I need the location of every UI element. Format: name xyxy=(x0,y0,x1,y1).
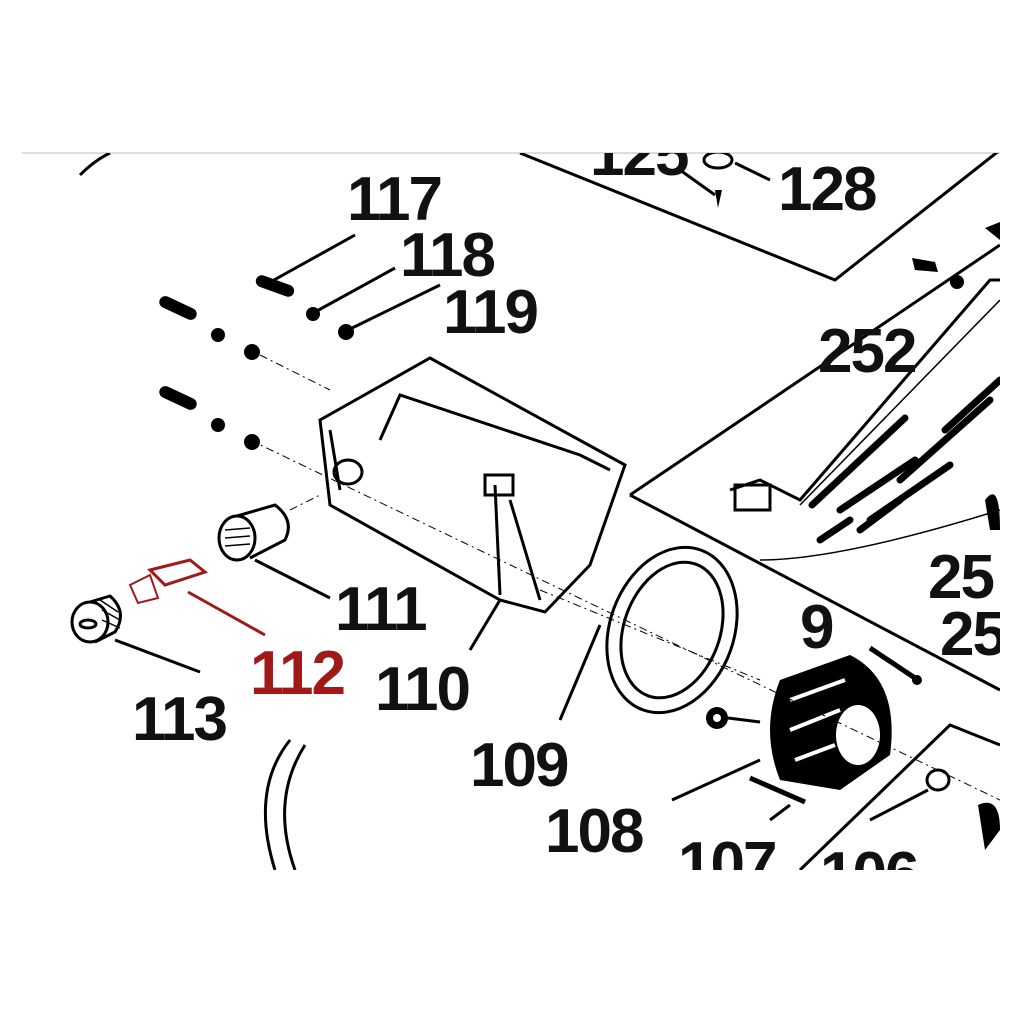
stator-108 xyxy=(671,655,892,802)
label-25-upper: 25 xyxy=(928,543,993,612)
label-128: 128 xyxy=(778,155,876,224)
assembly-axis xyxy=(249,439,1000,801)
part-128 xyxy=(679,153,771,208)
nut-106 xyxy=(869,768,1000,850)
baffle-ring-109 xyxy=(539,545,761,721)
screws-left xyxy=(159,296,331,450)
screw-107 xyxy=(749,775,806,822)
label-109: 109 xyxy=(470,731,568,800)
label-252: 252 xyxy=(818,317,915,386)
brush-holder-111 xyxy=(217,494,331,600)
label-118: 118 xyxy=(400,221,495,290)
label-106: 106 xyxy=(820,840,918,909)
carbon-brush-112 xyxy=(128,558,266,637)
label-113: 113 xyxy=(132,685,227,754)
washer-119 xyxy=(338,283,441,340)
label-119: 119 xyxy=(443,278,538,347)
washer-118 xyxy=(306,266,396,321)
label-111: 111 xyxy=(335,575,426,644)
power-cord xyxy=(263,739,307,870)
label-112-highlighted: 112 xyxy=(250,639,344,708)
housing-outline xyxy=(519,153,1000,870)
pin-9 xyxy=(868,645,922,685)
label-125: 125 xyxy=(590,120,688,189)
cord-fragment-top xyxy=(78,153,111,177)
brush-cap-113 xyxy=(70,594,201,674)
label-107: 107 xyxy=(678,830,775,899)
label-110: 110 xyxy=(375,655,469,724)
screw-117 xyxy=(255,233,356,297)
label-9: 9 xyxy=(800,593,833,662)
label-117: 117 xyxy=(347,165,441,234)
switch-252 xyxy=(729,222,1000,561)
motor-housing-110 xyxy=(318,356,627,651)
label-108: 108 xyxy=(545,797,643,866)
label-25-lower: 25 xyxy=(940,600,1005,669)
